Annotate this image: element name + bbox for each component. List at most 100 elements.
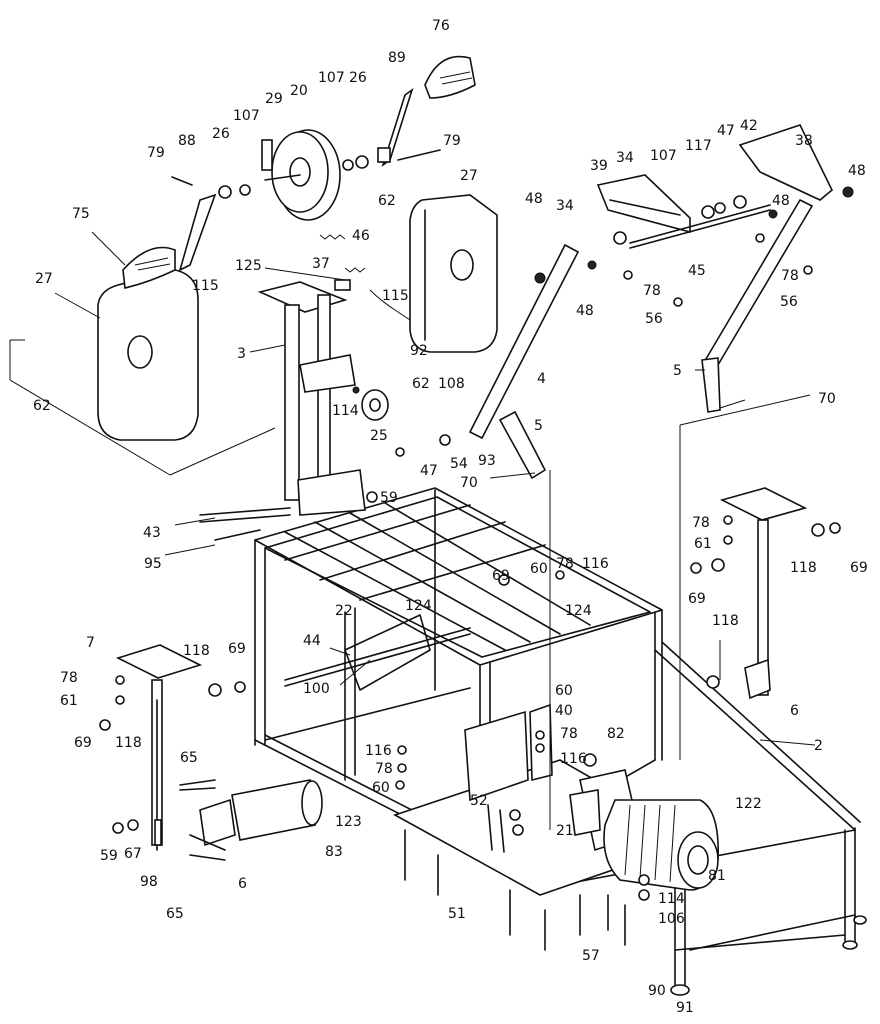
leader-lines bbox=[9, 231, 816, 830]
callout-34: 34 bbox=[616, 150, 634, 166]
tail-frame bbox=[559, 641, 867, 996]
callout-114: 114 bbox=[658, 891, 685, 907]
callout-116: 116 bbox=[560, 751, 587, 767]
callout-5: 5 bbox=[534, 418, 543, 434]
callout-21: 21 bbox=[556, 823, 574, 839]
callout-3: 3 bbox=[237, 346, 246, 362]
left-wheel-cover bbox=[97, 246, 199, 441]
callout-56: 56 bbox=[780, 294, 798, 310]
callout-57: 57 bbox=[582, 948, 600, 964]
callout-59: 59 bbox=[380, 490, 398, 506]
callout-37: 37 bbox=[312, 256, 330, 272]
callout-60: 60 bbox=[530, 561, 548, 577]
hardware bbox=[99, 231, 841, 901]
callout-20: 20 bbox=[290, 83, 308, 99]
callout-78: 78 bbox=[375, 761, 393, 777]
left-leg-assembly bbox=[115, 644, 323, 861]
callout-79: 79 bbox=[147, 145, 165, 161]
callout-25: 25 bbox=[370, 428, 388, 444]
callout-40: 40 bbox=[555, 703, 573, 719]
callout-93: 93 bbox=[478, 453, 496, 469]
callout-117: 117 bbox=[685, 138, 712, 154]
callout-7: 7 bbox=[86, 635, 95, 651]
callout-48: 48 bbox=[576, 303, 594, 319]
callout-107: 107 bbox=[650, 148, 677, 164]
callout-91: 91 bbox=[676, 1000, 694, 1016]
callout-89: 89 bbox=[388, 50, 406, 66]
callout-82: 82 bbox=[607, 726, 625, 742]
callout-27: 27 bbox=[35, 271, 53, 287]
pulley-and-cranks bbox=[171, 55, 476, 421]
callout-116: 116 bbox=[582, 556, 609, 572]
callout-75: 75 bbox=[72, 206, 90, 222]
callout-108: 108 bbox=[438, 376, 465, 392]
callout-6: 6 bbox=[790, 703, 799, 719]
upright-column bbox=[199, 281, 366, 541]
callout-78: 78 bbox=[560, 726, 578, 742]
callout-59: 59 bbox=[100, 848, 118, 864]
arm-5 bbox=[701, 198, 814, 413]
callout-26: 26 bbox=[349, 70, 367, 86]
handlebar-bracket bbox=[534, 124, 854, 284]
callout-98: 98 bbox=[140, 874, 158, 890]
callout-61: 61 bbox=[60, 693, 78, 709]
callout-47: 47 bbox=[420, 463, 438, 479]
callout-92: 92 bbox=[410, 343, 428, 359]
callout-56: 56 bbox=[645, 311, 663, 327]
callout-22: 22 bbox=[335, 603, 353, 619]
callout-43: 43 bbox=[143, 525, 161, 541]
callout-5: 5 bbox=[673, 363, 682, 379]
callout-78: 78 bbox=[556, 556, 574, 572]
callout-62: 62 bbox=[412, 376, 430, 392]
callout-51: 51 bbox=[448, 906, 466, 922]
callout-118: 118 bbox=[115, 735, 142, 751]
callout-78: 78 bbox=[60, 670, 78, 686]
callout-78: 78 bbox=[692, 515, 710, 531]
callout-62: 62 bbox=[33, 398, 51, 414]
callout-39: 39 bbox=[590, 158, 608, 174]
callout-labels: 76 89 107 26 20 29 107 26 88 79 79 75 27… bbox=[33, 18, 868, 1016]
callout-81: 81 bbox=[708, 868, 726, 884]
callout-27: 27 bbox=[460, 168, 478, 184]
callout-2: 2 bbox=[814, 738, 823, 754]
callout-60: 60 bbox=[555, 683, 573, 699]
callout-29: 29 bbox=[265, 91, 283, 107]
callout-42: 42 bbox=[740, 118, 758, 134]
callout-65: 65 bbox=[180, 750, 198, 766]
callout-114: 114 bbox=[332, 403, 359, 419]
callout-62: 62 bbox=[378, 193, 396, 209]
callout-88: 88 bbox=[178, 133, 196, 149]
callout-67: 67 bbox=[124, 846, 142, 862]
callout-116: 116 bbox=[365, 743, 392, 759]
callout-45: 45 bbox=[688, 263, 706, 279]
callout-44: 44 bbox=[303, 633, 321, 649]
callout-90: 90 bbox=[648, 983, 666, 999]
callout-70: 70 bbox=[818, 391, 836, 407]
callout-69: 69 bbox=[688, 591, 706, 607]
callout-46: 46 bbox=[352, 228, 370, 244]
callout-47: 47 bbox=[717, 123, 735, 139]
callout-38: 38 bbox=[795, 133, 813, 149]
right-wheel-cover bbox=[409, 194, 498, 353]
callout-118: 118 bbox=[712, 613, 739, 629]
callout-78: 78 bbox=[781, 268, 799, 284]
callout-54: 54 bbox=[450, 456, 468, 472]
callout-48: 48 bbox=[848, 163, 866, 179]
callout-79: 79 bbox=[443, 133, 461, 149]
motor-assembly bbox=[393, 703, 719, 951]
callout-125: 125 bbox=[235, 258, 262, 274]
callout-69: 69 bbox=[74, 735, 92, 751]
callout-124: 124 bbox=[405, 598, 432, 614]
callout-122: 122 bbox=[735, 796, 762, 812]
callout-48: 48 bbox=[525, 191, 543, 207]
callout-26: 26 bbox=[212, 126, 230, 142]
callout-76: 76 bbox=[432, 18, 450, 34]
callout-69: 69 bbox=[492, 568, 510, 584]
callout-95: 95 bbox=[144, 556, 162, 572]
callout-6: 6 bbox=[238, 876, 247, 892]
callout-60: 60 bbox=[372, 780, 390, 796]
callout-65: 65 bbox=[166, 906, 184, 922]
callout-107: 107 bbox=[318, 70, 345, 86]
callout-52: 52 bbox=[470, 793, 488, 809]
